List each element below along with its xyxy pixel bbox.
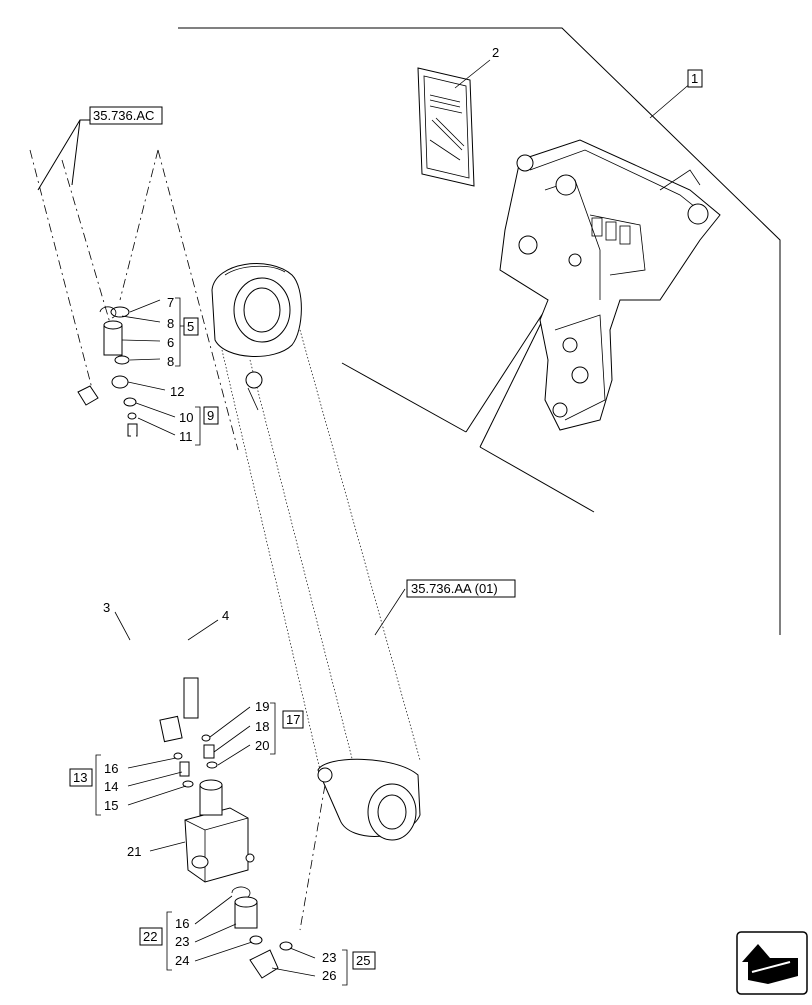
item-23-left[interactable]: 23: [175, 934, 189, 949]
item-4[interactable]: 4: [222, 608, 229, 623]
item-23-right[interactable]: 23: [322, 950, 336, 965]
item-box-9: [203, 406, 219, 425]
ref-box-aa: [406, 579, 516, 598]
valve-block: [184, 779, 255, 883]
item-15[interactable]: 15: [104, 798, 118, 813]
brackets: [95, 297, 348, 986]
ref-35-736-ac[interactable]: 35.736.AC: [93, 108, 154, 123]
orientation-arrow-icon: [736, 931, 808, 995]
ref-35-736-aa[interactable]: 35.736.AA (01): [411, 581, 498, 596]
connection-lines: [29, 119, 239, 451]
item-1[interactable]: 1: [691, 71, 698, 86]
item-16-mid[interactable]: 16: [104, 761, 118, 776]
item-13[interactable]: 13: [73, 770, 87, 785]
item-box-13: [69, 768, 93, 787]
item-12[interactable]: 12: [170, 384, 184, 399]
item-26[interactable]: 26: [322, 968, 336, 983]
item-box-1: [687, 69, 703, 88]
item-19[interactable]: 19: [255, 699, 269, 714]
item-11[interactable]: 11: [179, 429, 193, 444]
fittings-top: [99, 306, 138, 437]
item-10[interactable]: 10: [179, 410, 193, 425]
item-5[interactable]: 5: [187, 319, 194, 334]
item-17[interactable]: 17: [286, 712, 300, 727]
ref-box-ac: [89, 106, 163, 125]
item-3[interactable]: 3: [103, 600, 110, 615]
item-18[interactable]: 18: [255, 719, 269, 734]
item-labels: 1 2 7 8 6 8 5 12 10 11 9 3 4 19 18 20 17…: [69, 45, 703, 983]
item-7[interactable]: 7: [167, 295, 174, 310]
item-25[interactable]: 25: [356, 953, 370, 968]
item-9[interactable]: 9: [207, 408, 214, 423]
item-22[interactable]: 22: [143, 929, 157, 944]
fittings-lower: [173, 734, 218, 788]
hydraulic-cylinder: [211, 263, 421, 931]
group-frame-lines: [178, 27, 781, 635]
item-24[interactable]: 24: [175, 953, 189, 968]
item-16-bottom[interactable]: 16: [175, 916, 189, 931]
item-2[interactable]: 2: [492, 45, 499, 60]
decal-sheet: [417, 67, 475, 187]
item-21[interactable]: 21: [127, 844, 141, 859]
hoses: [77, 385, 199, 743]
item-14[interactable]: 14: [104, 779, 118, 794]
item-box-17: [282, 710, 304, 729]
item-8-lower[interactable]: 8: [167, 354, 174, 369]
item-6[interactable]: 6: [167, 335, 174, 350]
item-box-25: [352, 951, 376, 970]
item-8-upper[interactable]: 8: [167, 316, 174, 331]
fittings-bottom: [231, 886, 293, 979]
item-box-22: [139, 927, 163, 946]
excavator-arm-illustration: [499, 139, 721, 431]
item-20[interactable]: 20: [255, 738, 269, 753]
leader-lines: [114, 59, 693, 977]
item-box-5: [183, 317, 199, 336]
